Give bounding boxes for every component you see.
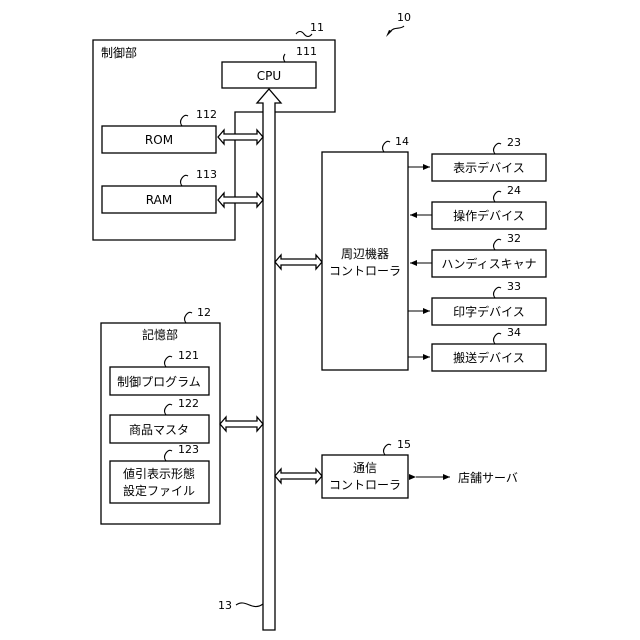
rom-bus-connector [218,130,263,144]
display-device-leader [494,143,502,154]
ram-bus-connector [218,193,263,207]
file-leader [165,450,173,461]
program-label: 制御プログラム [117,374,201,389]
operate-device-leader [494,191,502,202]
store-server-label: 店舗サーバ [458,471,518,485]
bus-leader [236,603,263,607]
file-label-line2: 設定ファイル [123,483,195,498]
peripheral-controller-box [322,152,408,370]
bus-ref: 13 [218,599,232,612]
storage-unit-label: 記憶部 [142,327,178,342]
peripheral-bus-connector [275,255,322,269]
master-ref: 122 [178,397,199,410]
master-label: 商品マスタ [129,422,189,437]
rom-leader [181,115,189,126]
rom-label: ROM [145,133,173,147]
storage-unit-ref: 12 [197,306,211,319]
storage-bus-connector [220,417,263,431]
carry-device-leader [494,333,502,344]
master-leader [165,404,173,415]
file-ref: 123 [178,443,199,456]
handy-scanner-leader [494,239,502,250]
handy-scanner-label: ハンディスキャナ [441,256,536,271]
display-device-label: 表示デバイス [453,160,525,175]
operate-device-ref: 24 [507,184,521,197]
carry-device-ref: 34 [507,326,521,339]
system-bus [257,89,281,630]
operate-device-label: 操作デバイス [453,208,525,223]
cpu-leader [284,54,286,62]
peripheral-leader [383,141,391,152]
handy-scanner-ref: 32 [507,232,521,245]
comm-label-line1: 通信 [353,461,377,475]
system-leader-arrowhead [386,30,392,37]
cpu-ref: 111 [296,45,317,58]
cpu-label: CPU [257,69,281,83]
program-leader [165,356,173,367]
ram-label: RAM [146,193,172,207]
storage-unit-leader [185,312,193,323]
display-device-ref: 23 [507,136,521,149]
ram-ref: 113 [196,168,217,181]
comm-ref: 15 [397,438,411,451]
control-unit-label: 制御部 [101,45,137,60]
carry-device-label: 搬送デバイス [453,350,525,365]
print-device-label: 印字デバイス [453,304,525,319]
rom-ref: 112 [196,108,217,121]
comm-leader [384,444,392,455]
print-device-ref: 33 [507,280,521,293]
comm-bus-connector [275,469,322,483]
system-ref: 10 [397,11,411,24]
program-ref: 121 [178,349,199,362]
peripheral-label-line1: 周辺機器 [341,246,389,261]
print-device-leader [494,287,502,298]
system-leader [390,26,404,32]
comm-label-line2: コントローラ [329,478,401,492]
control-unit-ref: 11 [310,21,324,34]
ram-leader [181,175,189,186]
peripheral-label-line2: コントローラ [329,264,401,278]
peripheral-ref: 14 [395,135,409,148]
file-label-line1: 値引表示形態 [123,466,195,481]
